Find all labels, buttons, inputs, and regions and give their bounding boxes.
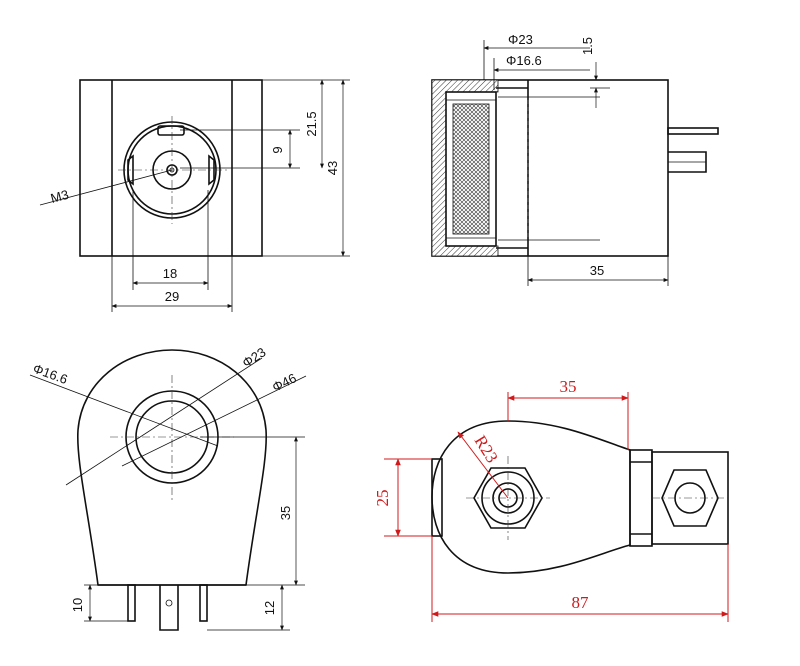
bottom-dim-10: 10 <box>70 598 85 612</box>
bottom-dim-phi23: Φ23 <box>239 344 268 370</box>
front-dim-43: 43 <box>325 161 340 175</box>
front-dim-18: 18 <box>163 266 177 281</box>
plan-dim-35: 35 <box>560 377 577 396</box>
section-dim-35: 35 <box>590 263 604 278</box>
front-thread-m3: M3 <box>49 187 70 206</box>
front-dim-9: 9 <box>270 146 285 153</box>
plan-dim-87: 87 <box>572 593 590 612</box>
section-dim-phi16-6: Φ16.6 <box>506 53 542 68</box>
plan-dim-r23: R23 <box>471 432 502 466</box>
front-dim-21-5: 21.5 <box>304 111 319 136</box>
section-view: Φ23 Φ16.6 1.5 35 <box>431 32 719 286</box>
plan-view: 35 R23 25 87 <box>373 377 729 622</box>
section-dim-1-5: 1.5 <box>580 37 595 55</box>
bottom-view: Φ16.6 Φ23 Φ46 35 10 12 <box>29 344 307 631</box>
section-dim-phi23: Φ23 <box>508 32 533 47</box>
bottom-dim-35: 35 <box>278 506 293 520</box>
bottom-dim-12: 12 <box>262 601 277 615</box>
front-view: 43 21.5 9 M3 18 29 <box>39 79 350 312</box>
bottom-dim-phi46: Φ46 <box>270 370 299 394</box>
front-dim-29: 29 <box>165 289 179 304</box>
plan-dim-25: 25 <box>373 490 392 507</box>
